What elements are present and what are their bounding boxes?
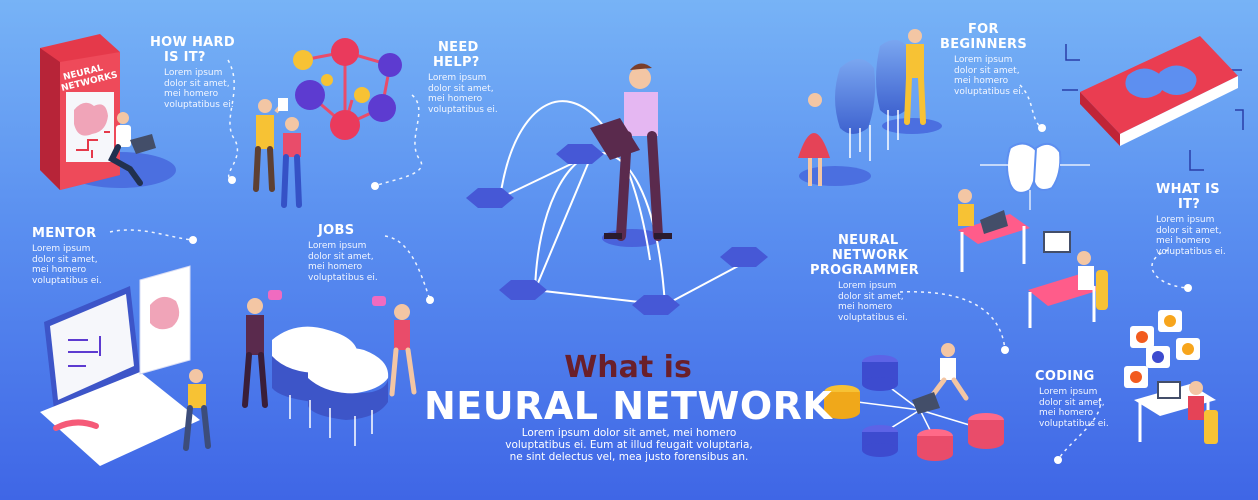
body-line: mei homero [308,262,363,272]
mentor-laptop [40,265,211,466]
section-mentor: MENTOR Lorem ipsum dolor sit amet, mei h… [32,226,102,286]
heading-line: NETWORK [832,248,909,263]
heading-line: CODING [1035,369,1095,384]
body-line: voluptatibus ei. [1156,246,1226,257]
connector-dots [189,124,1192,464]
section-heading: NEED HELP? [428,40,498,70]
intro-line: voluptatibus ei. Eum at illud feugait vo… [505,439,753,451]
body-line: voluptatibus ei. [1039,418,1109,429]
title-neural-network: NEURAL NETWORK [424,384,833,428]
body-line: voluptatibus ei. [164,99,234,110]
section-body: Lorem ipsum dolor sit amet, mei homero v… [32,244,102,286]
heading-line: IT? [1178,197,1201,212]
heading-line: MENTOR [32,226,97,241]
heading-line: JOBS [318,223,355,238]
body-line: dolor sit amet, [1156,225,1222,236]
section-heading: CODING [1035,369,1109,384]
intro-text: Lorem ipsum dolor sit amet, mei homero v… [470,427,788,463]
neural-networks-book-right [1062,36,1244,171]
dashed-connectors [109,59,1189,461]
body-line: mei homero [1039,408,1094,418]
help-people [253,98,302,208]
beginners-brains [798,29,942,186]
body-line: dolor sit amet, [954,65,1020,76]
body-line: voluptatibus ei. [32,275,102,286]
section-heading: JOBS [308,223,378,238]
section-need-help: NEED HELP? Lorem ipsum dolor sit amet, m… [428,40,498,115]
section-heading: WHAT IS IT? [1156,182,1226,212]
body-line: dolor sit amet, [32,254,98,265]
body-line: dolor sit amet, [838,291,904,302]
heading-line: WHAT IS [1156,182,1220,197]
section-for-beginners: FOR BEGINNERS Lorem ipsum dolor sit amet… [940,22,1027,97]
section-body: Lorem ipsum dolor sit amet, mei homero v… [810,281,919,323]
body-line: Lorem ipsum [954,55,1013,65]
section-heading: HOW HARD IS IT? [150,35,235,65]
body-line: mei homero [954,76,1009,86]
molecule-graph [293,38,402,140]
body-line: dolor sit amet, [308,251,374,262]
body-line: voluptatibus ei. [954,86,1024,97]
section-body: Lorem ipsum dolor sit amet, mei homero v… [940,55,1027,97]
body-line: Lorem ipsum [1156,215,1215,225]
body-line: dolor sit amet, [428,83,494,94]
body-line: Lorem ipsum [308,241,367,251]
section-heading: FOR BEGINNERS [940,22,1027,52]
section-how-hard: HOW HARD IS IT? Lorem ipsum dolor sit am… [150,35,235,110]
section-body: Lorem ipsum dolor sit amet, mei homero v… [1156,215,1226,257]
section-body: Lorem ipsum dolor sit amet, mei homero v… [428,73,498,115]
intro-line: ne sint delectus vel, mea justo forensib… [509,451,749,463]
body-line: dolor sit amet, [1039,397,1105,408]
body-line: Lorem ipsum [1039,387,1098,397]
central-network [466,63,768,315]
section-body: Lorem ipsum dolor sit amet, mei homero v… [308,241,378,283]
heading-line: IS IT? [164,50,206,65]
body-line: dolor sit amet, [164,78,230,89]
body-line: Lorem ipsum [32,244,91,254]
body-line: Lorem ipsum [164,68,223,78]
heading-line: NEURAL [838,233,899,248]
section-what-is-it: WHAT IS IT? Lorem ipsum dolor sit amet, … [1156,182,1226,257]
jobs-brains [242,290,417,446]
neural-networks-book [40,34,176,190]
heading-line: BEGINNERS [940,37,1028,52]
heading-line: NEED [438,40,479,55]
heading-line: FOR [968,22,999,37]
body-line: Lorem ipsum [838,281,897,291]
coding-gears [1124,310,1218,444]
body-line: voluptatibus ei. [428,104,498,115]
body-line: mei homero [32,265,87,275]
intro-line: Lorem ipsum dolor sit amet, mei homero [521,427,737,439]
body-line: Lorem ipsum [428,73,487,83]
heading-line: HOW HARD [150,35,235,50]
section-body: Lorem ipsum dolor sit amet, mei homero v… [1035,387,1109,429]
heading-line: PROGRAMMER [810,263,920,278]
body-line: mei homero [1156,236,1211,246]
section-heading: MENTOR [32,226,102,241]
section-heading: NEURAL NETWORK PROGRAMMER [810,233,919,278]
section-coding: CODING Lorem ipsum dolor sit amet, mei h… [1035,369,1109,429]
programmers-desks [958,142,1108,328]
section-body: Lorem ipsum dolor sit amet, mei homero v… [150,68,235,110]
body-line: voluptatibus ei. [308,272,378,283]
section-jobs: JOBS Lorem ipsum dolor sit amet, mei hom… [308,223,378,283]
body-line: mei homero [838,302,893,312]
body-line: voluptatibus ei. [838,312,908,323]
section-programmer: NEURAL NETWORK PROGRAMMER Lorem ipsum do… [810,233,919,323]
title-what-is: What is [564,350,692,385]
body-line: mei homero [428,94,483,104]
data-cylinders [824,343,1004,461]
body-line: mei homero [164,89,219,99]
heading-line: HELP? [433,55,480,70]
